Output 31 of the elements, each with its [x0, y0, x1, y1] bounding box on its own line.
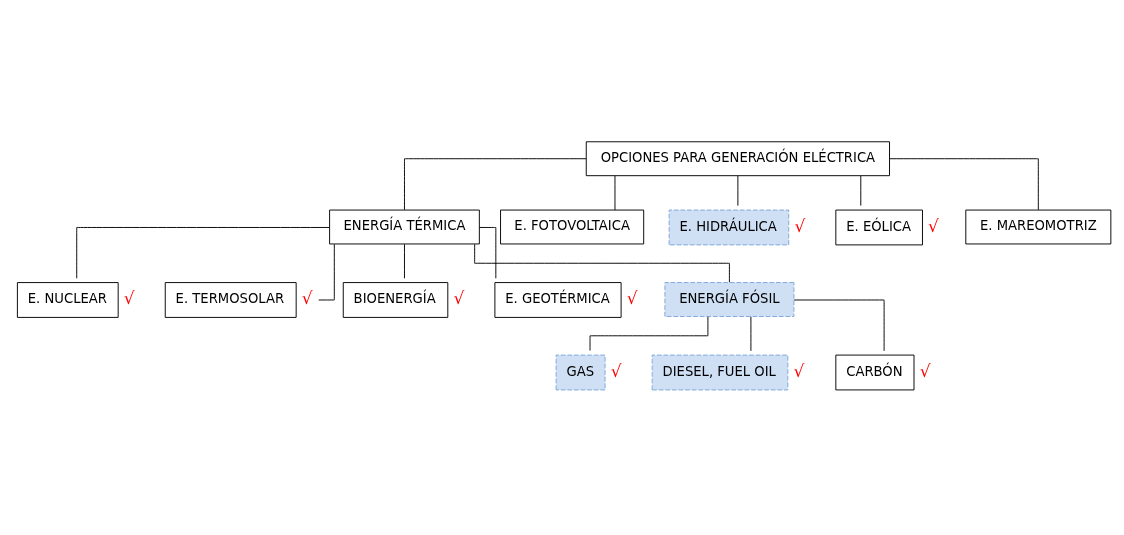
node-label: √: [301, 288, 313, 309]
connector: [474, 243, 730, 283]
node-label: √: [793, 360, 805, 381]
node-box: E. NUCLEAR: [16, 282, 119, 318]
node-box: E. MAREOMOTRIZ: [965, 209, 1112, 245]
connector: [479, 227, 497, 279]
node-label: √: [123, 288, 135, 309]
node-box: CARBÓN: [835, 354, 915, 391]
connector: [860, 175, 862, 207]
node-box: ENERGÍA TÉRMICA: [329, 209, 480, 245]
connector: [318, 243, 335, 301]
node-label: √: [928, 215, 939, 236]
node-box: E. EÓLICA: [835, 209, 923, 246]
node-label: √: [919, 360, 931, 381]
node-label: √: [794, 215, 806, 236]
node-box: E. GEOTÉRMICA: [494, 282, 622, 318]
node-box: OPCIONES PARA GENERACIÓN ELÉCTRICA: [585, 141, 890, 177]
node-box: E. FOTOVOLTAICA: [500, 209, 645, 245]
node-label: √: [453, 288, 465, 309]
connector: [614, 175, 616, 211]
node-label: √: [626, 288, 638, 309]
connector: [589, 316, 709, 351]
connector: [404, 243, 405, 279]
node-box: ENERGÍA FÓSIL: [664, 282, 795, 317]
node-box: E. TERMOSOLAR: [164, 282, 297, 318]
node-label: √: [610, 360, 622, 381]
connector: [404, 158, 587, 211]
connector: [76, 227, 330, 279]
node-box: BIOENERGÍA: [342, 282, 449, 318]
connector: [889, 158, 1039, 211]
connector: [737, 175, 739, 207]
